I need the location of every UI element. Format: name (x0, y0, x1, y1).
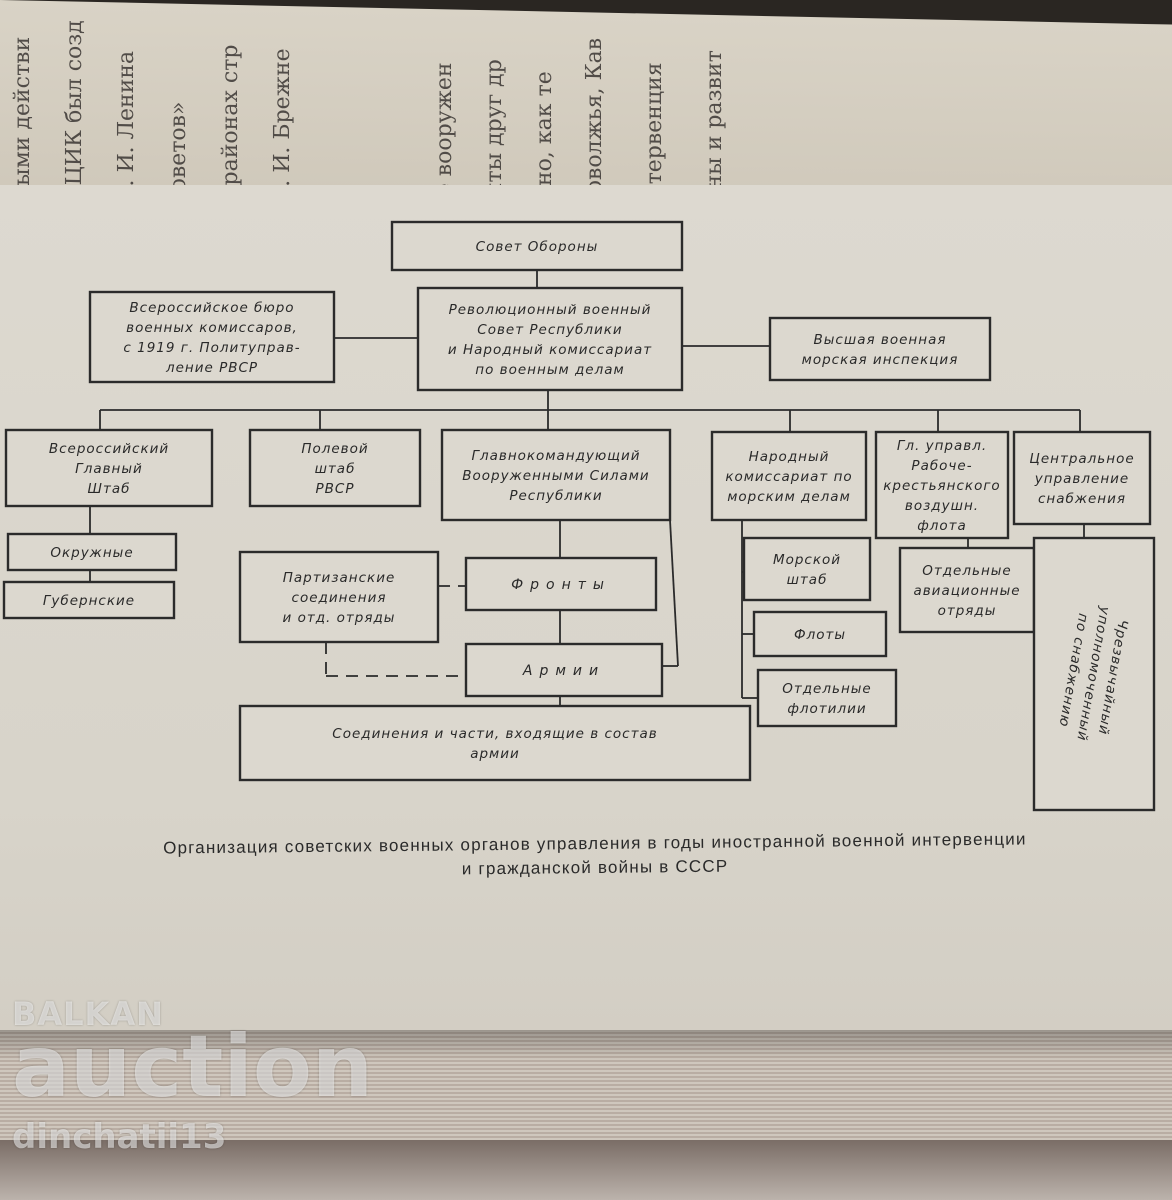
box-frame (464, 556, 658, 612)
connector-line (669, 519, 679, 667)
box-label-line: Окружные (50, 545, 133, 561)
box-label-line: Вооруженными Силами (462, 468, 649, 484)
box-tsentr-snabzhenie: Центральное управление снабжения (1012, 430, 1152, 526)
box-frame (416, 286, 684, 392)
watermark: BALKAN auction dinchatii13 (12, 995, 373, 1157)
box-label-line: Полевой (301, 441, 368, 457)
box-frame (390, 220, 684, 272)
box-okruzhnye: Окружные (6, 532, 178, 572)
box-label-line: и Народный комиссариат (448, 342, 652, 358)
box-label-line: Армии (522, 663, 605, 679)
box-sovet-oborony: Совет Обороны (390, 220, 684, 272)
box-frame (710, 430, 868, 522)
box-label-line: Совет Обороны (476, 239, 599, 255)
box-label-line: Отдельные (782, 681, 872, 697)
box-otdelnye-flotilii: Отдельные флотилии (756, 668, 898, 728)
box-frame (238, 550, 440, 644)
box-label-line: Республики (509, 488, 602, 504)
box-soedineniya: Соединения и части, входящие в состав арм… (238, 704, 752, 782)
box-frame (248, 428, 422, 508)
box-label-line: управление (1034, 471, 1129, 487)
box-label-line: Революционный военный (449, 302, 652, 318)
book-cover-edge (0, 1140, 1172, 1200)
box-frame (874, 430, 1010, 540)
box-frame (464, 642, 664, 698)
box-vysshaya-inspektsiya: Высшая военная морская инспекция (768, 316, 992, 382)
box-label-line: Фронты (511, 577, 611, 593)
box-frame (1032, 536, 1156, 812)
box-frame (752, 610, 888, 658)
box-fronty: Фронты (464, 556, 658, 612)
box-frame (6, 532, 178, 572)
box-label-line: штаб (315, 461, 356, 477)
watermark-line-2: auction (12, 1017, 374, 1117)
box-label-line: комиссариат по (725, 469, 852, 485)
box-label-line: отряды (938, 603, 997, 619)
box-frame (898, 546, 1036, 634)
box-gubernskie: Губернские (2, 580, 176, 620)
box-label-line: с 1919 г. Политуправ- (123, 340, 300, 356)
box-label-line: Гл. управл. (897, 438, 987, 454)
box-label-line: Морской (773, 552, 841, 568)
box-frame (238, 704, 752, 782)
box-label-line: снабжения (1038, 491, 1126, 507)
box-label-line: Центральное (1029, 451, 1134, 467)
box-label-line: Главнокомандующий (471, 448, 640, 464)
box-frame (88, 290, 336, 384)
box-label-line: морская инспекция (802, 352, 959, 368)
box-partizanskie: Партизанские соединения и отд. отряды (238, 550, 440, 644)
box-label-line: крестьянского (883, 478, 1000, 494)
box-gl-upravlenie-vvf: Гл. управл. Рабоче-крестьянского воздушн. ф… (874, 430, 1010, 540)
box-frame (768, 316, 992, 382)
box-label-line: Флоты (794, 627, 846, 643)
box-label-line: Губернские (43, 593, 135, 609)
box-label-line: Народный (749, 449, 830, 465)
box-label-line: Отдельные (922, 563, 1012, 579)
box-label-line: и отд. отряды (283, 610, 396, 626)
box-label-line: флотилии (787, 701, 866, 717)
watermark-line-1: BALKAN (12, 995, 164, 1033)
box-label-line: Партизанские (283, 570, 396, 586)
box-label-line: соединения (292, 590, 387, 606)
box-label-line: армии (470, 746, 520, 762)
box-frame (2, 580, 176, 620)
box-morskoy-shtab: Морской штаб (742, 536, 872, 602)
box-label-line: Совет Республики (477, 322, 622, 338)
box-label-line: штаб (787, 572, 828, 588)
box-label-line: морским делам (727, 489, 851, 505)
box-label-line: авиационные (913, 583, 1020, 599)
box-frame (756, 668, 898, 728)
box-frame (4, 428, 214, 508)
box-aviaotryady: Отдельные авиационные отряды (898, 546, 1036, 634)
box-frame (742, 536, 872, 602)
box-label-line: ление РВСР (165, 360, 258, 376)
box-frame (1012, 430, 1152, 526)
connectors (89, 270, 1085, 706)
box-floty: Флоты (752, 610, 888, 658)
box-label-line: Всероссийское бюро (129, 300, 294, 316)
box-label-line: Высшая военная (814, 332, 947, 348)
box-label-line: Всероссийский (49, 441, 169, 457)
box-label-line: Соединения и части, входящие в состав (332, 726, 657, 742)
box-label-line: флота (917, 518, 967, 534)
box-label-line: Штаб (88, 481, 131, 497)
box-label-line: по военным делам (475, 362, 624, 378)
box-narkom-morskih: Народный комиссариат по морским делам (710, 430, 868, 522)
box-label-line: военных комиссаров, (126, 320, 298, 336)
box-armii: Армии (464, 642, 664, 698)
box-label-line: РВСР (316, 481, 355, 497)
box-frame (440, 428, 672, 522)
watermark-line-3: dinchatii13 (12, 1117, 227, 1157)
box-label-line: Рабоче- (911, 458, 972, 474)
box-label-line: Главный (75, 461, 143, 477)
box-label-line: воздушн. (905, 498, 979, 514)
box-vserossiyskoe-byuro: Всероссийское бюро военных комиссаров, с 1… (88, 290, 336, 384)
